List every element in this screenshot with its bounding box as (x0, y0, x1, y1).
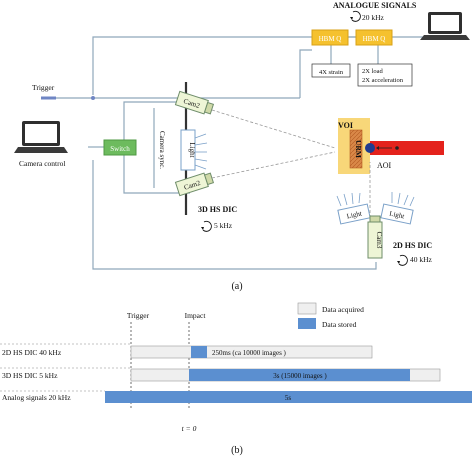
hbm-q-label-2: HBM Q (363, 35, 386, 43)
wire-switch-cam3 (92, 160, 377, 270)
light-left: Light (337, 203, 371, 225)
dic3d-rate-icon (201, 220, 212, 232)
legend-acquired-label: Data acquired (322, 305, 364, 314)
light-right-rays (391, 192, 415, 207)
dic2d-rate-icon (397, 254, 408, 266)
t-zero-label: t = 0 (182, 424, 197, 433)
projectile-head (365, 143, 375, 153)
legend-stored-label: Data stored (322, 320, 357, 329)
aoi-label: AOI (377, 161, 392, 170)
dic3d-label: 3D HS DIC (198, 205, 237, 214)
light-center-box (180, 129, 196, 171)
caption-b: (b) (231, 445, 243, 456)
row-3d-stored-bar (189, 369, 410, 381)
cam3-label: Cam3 (375, 232, 383, 249)
cam2-top: Cam2 (174, 90, 215, 115)
load-label-line1: 2X load (362, 68, 384, 75)
strain-box (311, 63, 351, 78)
row-2d-stored-bar (191, 346, 207, 358)
row-guides (0, 343, 131, 392)
strain-label: 4X strain (319, 69, 344, 76)
panel-a: ANALOGUE SIGNALS 20 kHz HBM Q HBM Q 4X s… (14, 1, 470, 292)
panel-b: Data acquired Data stored Trigger Impact… (0, 302, 472, 456)
switch-box (103, 139, 137, 156)
dic2d-rate: 40 kHz (410, 255, 433, 264)
laptop-icon-camera-control (14, 121, 68, 153)
switch-label: Switch (110, 145, 130, 153)
dic3d-rate: 5 kHz (214, 221, 233, 230)
light-center-label: Light (188, 142, 196, 157)
row-label-3d: 3D HS DIC 5 kHz (2, 371, 58, 380)
cam3-lens (369, 215, 381, 223)
wire-switch-cam2-bot (123, 154, 190, 194)
sight-lines (211, 109, 336, 179)
wire-switch-cam2-top (123, 101, 190, 140)
light-left-label: Light (346, 209, 363, 220)
analogue-signals-rate: 20 kHz (362, 13, 385, 22)
projectile-bar (370, 141, 444, 155)
row-2d-bar-text: 250ms (ca 10000 images ) (212, 349, 287, 357)
row-analog-bar-text: 5s (285, 394, 292, 402)
caption-a: (a) (231, 281, 242, 292)
analogue-rate-icon (350, 10, 361, 22)
hbm-q-box-2 (355, 29, 393, 46)
legend-stored-swatch (298, 318, 316, 329)
light-center-rays (194, 133, 208, 170)
cam2-bottom: Cam2 (174, 172, 215, 197)
wire-trigger-hbm (299, 49, 312, 98)
light-right-label: Light (389, 209, 406, 220)
legend-acquired-swatch (297, 302, 317, 315)
dic2d-label: 2D HS DIC (393, 241, 432, 250)
trigger-marker-label: Trigger (127, 311, 150, 320)
voi-label: VOI (338, 121, 353, 130)
load-box (357, 63, 413, 87)
camera-control-label: Camera control (19, 159, 65, 168)
trigger-label: Trigger (32, 83, 55, 92)
row-label-2d: 2D HS DIC 40 kHz (2, 348, 62, 357)
projectile-arrowhead (376, 146, 379, 150)
row-analog-stored-bar (105, 391, 472, 403)
light-left-rays (336, 192, 361, 207)
load-label-line2: 2X acceleration (362, 77, 404, 84)
urm-label: URM (354, 140, 363, 158)
row-3d-bar-text: 3s (15000 images ) (273, 372, 327, 380)
projectile-dot (395, 146, 399, 150)
urm-block (349, 129, 363, 169)
camera-sync-label: Camera sync. (158, 131, 166, 169)
hbm-q-label-1: HBM Q (319, 35, 342, 43)
light-right: Light (380, 203, 414, 225)
impact-marker-label: Impact (185, 311, 207, 320)
trigger-node (91, 96, 95, 100)
row-label-analog: Analog signals 20 kHz (2, 393, 71, 402)
analogue-signals-label: ANALOGUE SIGNALS (333, 1, 417, 10)
laptop-icon-top-right (420, 12, 470, 40)
hbm-q-box-1 (311, 29, 349, 46)
